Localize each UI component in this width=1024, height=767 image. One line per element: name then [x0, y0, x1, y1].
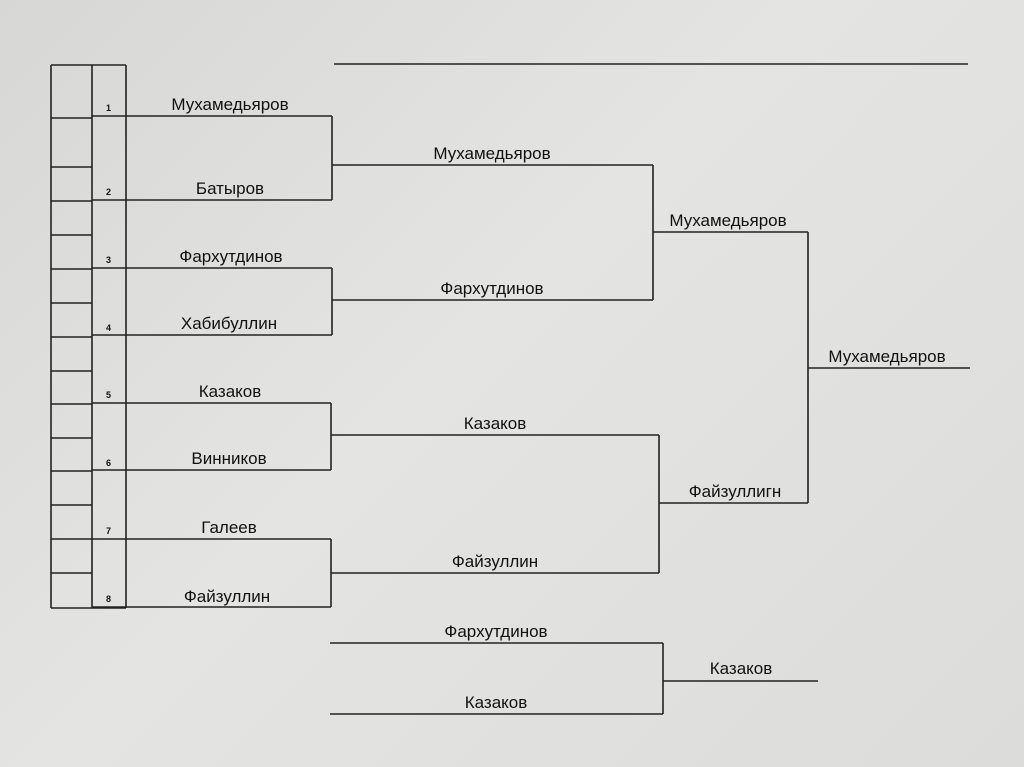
r1-player-7: Галеев [201, 518, 257, 537]
r2-player-1: Мухамедьяров [433, 144, 551, 163]
r1-player-6: Винников [191, 449, 267, 468]
r1-player-2: Батыров [195, 179, 265, 198]
r1-player-1: Мухамедьяров [171, 95, 289, 114]
r2-player-2: Фархутдинов [440, 279, 544, 298]
r1-player-5: Казаков [198, 382, 262, 401]
seed-number: 1 [106, 103, 112, 113]
seed-number: 8 [106, 594, 112, 604]
seed-number: 4 [106, 323, 112, 333]
r1-player-8: Файзуллин [183, 587, 271, 606]
r2-player-4: Файзуллин [451, 552, 539, 571]
third-place-player-1: Фархутдинов [444, 622, 548, 641]
sf-player-1: Мухамедьяров [669, 211, 787, 230]
r2-player-3: Казаков [463, 414, 527, 433]
third-place-player-2: Казаков [464, 693, 528, 712]
tournament-winner: Мухамедьяров [828, 347, 946, 366]
r1-player-4: Хабибуллин [180, 314, 278, 333]
seed-number: 6 [106, 458, 112, 468]
seed-number: 5 [106, 390, 112, 400]
r1-player-3: Фархутдинов [179, 247, 283, 266]
seed-number: 2 [106, 187, 112, 197]
third-place-winner: Казаков [709, 659, 773, 678]
seed-number: 7 [106, 526, 112, 536]
seed-number: 3 [106, 255, 112, 265]
sf-player-2: Файзуллигн [688, 482, 782, 501]
